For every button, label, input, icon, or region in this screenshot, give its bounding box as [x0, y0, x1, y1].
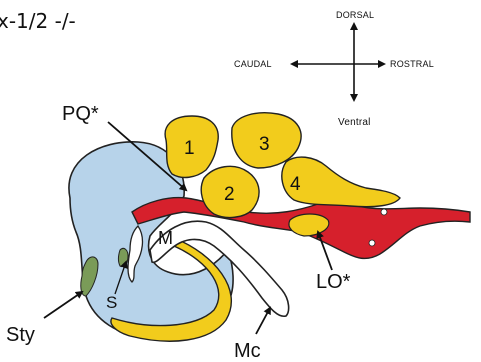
- ventral-label: Ventral: [338, 117, 371, 128]
- sty-label: Sty: [6, 324, 35, 346]
- s-element: [119, 248, 129, 266]
- element-number-3: 3: [259, 134, 270, 155]
- mc-label: Mc: [234, 340, 261, 362]
- red-cartilage-foramen-1: [381, 209, 387, 215]
- rostral-label: ROSTRAL: [390, 59, 434, 69]
- element-number-2: 2: [224, 184, 235, 205]
- dorsal-label: DORSAL: [336, 10, 374, 20]
- caudal-label: CAUDAL: [234, 59, 272, 69]
- orientation-compass: DORSAL CAUDAL ROSTRAL Ventral: [234, 10, 434, 128]
- s-label: S: [106, 293, 117, 312]
- red-cartilage-foramen-2: [369, 240, 375, 246]
- mc-pointer: [256, 308, 270, 334]
- element-number-1: 1: [184, 138, 195, 159]
- lo-label: LO*: [316, 271, 351, 293]
- sty-pointer: [44, 292, 82, 318]
- pq-label: PQ*: [62, 103, 99, 125]
- diagram-title: x-1/2 -/-: [0, 9, 76, 33]
- m-label: M: [158, 228, 173, 248]
- element-number-4: 4: [290, 174, 301, 195]
